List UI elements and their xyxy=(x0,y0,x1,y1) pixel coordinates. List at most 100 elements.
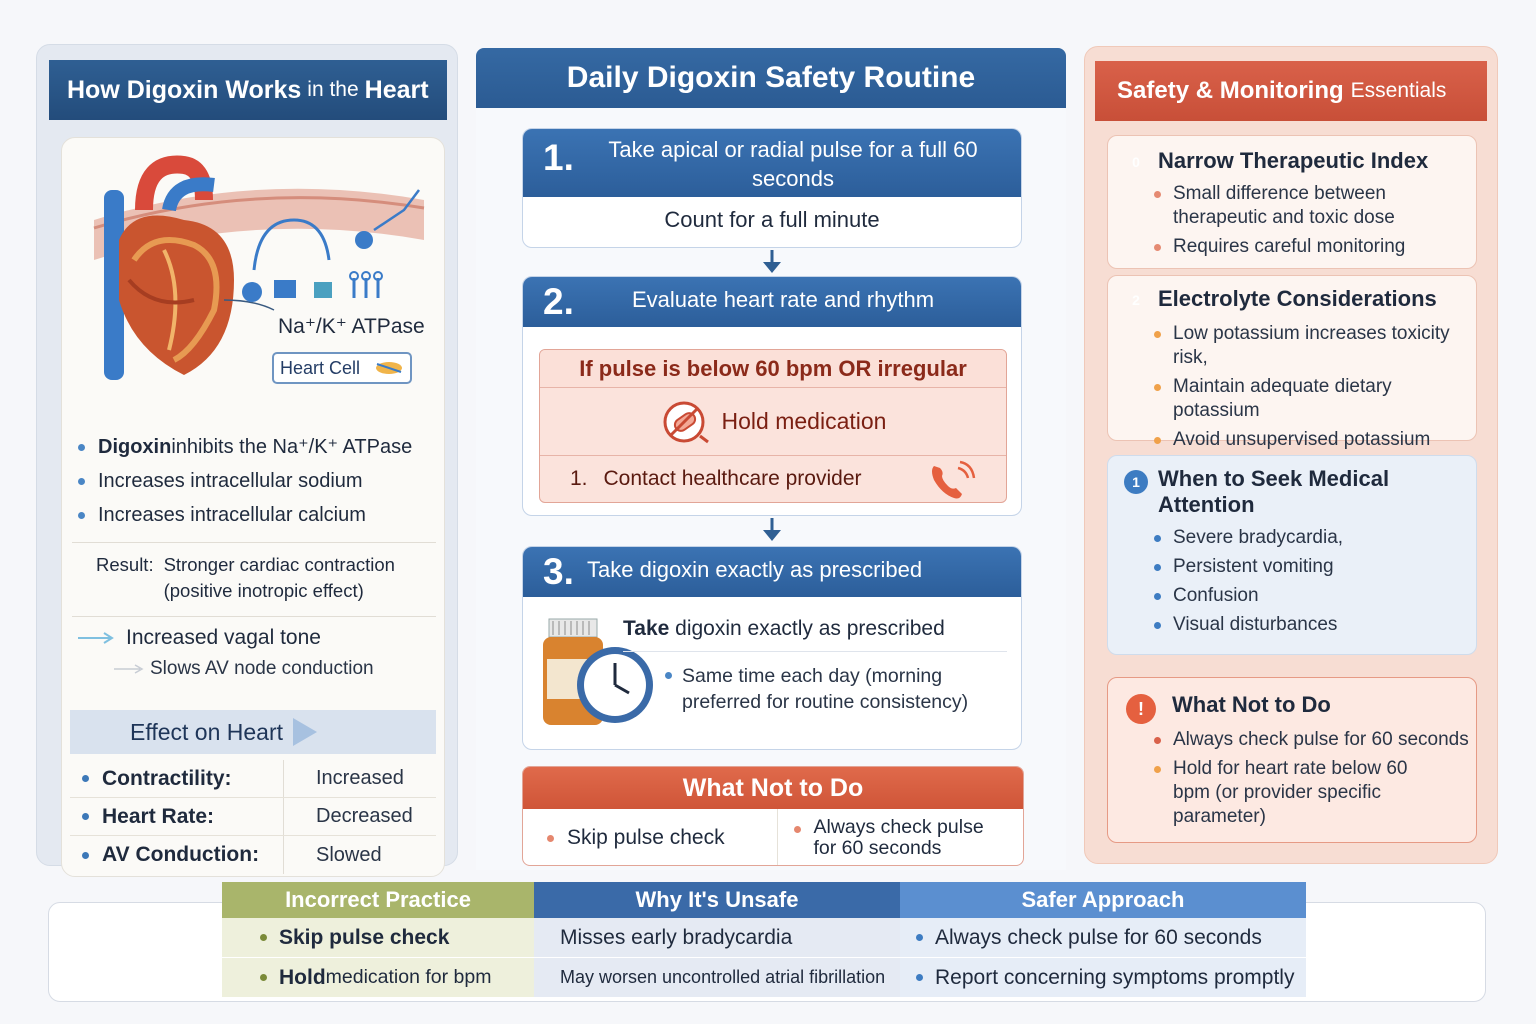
result-line-2: (positive inotropic effect) xyxy=(163,580,364,601)
card-items: Always check pulse for 60 seconds Hold f… xyxy=(1154,728,1472,834)
warning-icon: ! xyxy=(1126,694,1156,724)
badge-text: 2 xyxy=(1132,292,1140,308)
list-item: Confusion xyxy=(1154,584,1454,608)
seek-attention-card: 1 When to Seek Medical Attention Severe … xyxy=(1107,455,1477,655)
bullet-icon xyxy=(547,834,554,842)
list-item: Increases intracellular sodium xyxy=(78,464,438,498)
item-text: Requires careful monitoring xyxy=(1173,236,1406,257)
table-column-incorrect: Incorrect Practice Skip pulse check Hold… xyxy=(222,882,534,998)
bullet-icon xyxy=(1154,622,1161,629)
routine-body: 1. Take apical or radial pulse for a ful… xyxy=(476,108,1066,870)
card-title: What Not to Do xyxy=(1172,692,1331,717)
result-line-1: Stronger cardiac contraction xyxy=(163,554,395,575)
step-3-bar: 3. Take digoxin exactly as prescribed xyxy=(523,547,1021,597)
table-cell: Always check pulse for 60 seconds xyxy=(900,918,1306,958)
effect-value: Increased xyxy=(316,767,404,789)
item-text: Always check pulse for 60 seconds xyxy=(1173,729,1469,750)
step-1-card: 1. Take apical or radial pulse for a ful… xyxy=(522,128,1022,248)
list-item: Always check pulse for 60 seconds xyxy=(1154,728,1472,752)
bullet-icon xyxy=(1154,564,1161,571)
wnd-left-text: Skip pulse check xyxy=(567,826,725,849)
vagal-tone-item: Increased vagal tone xyxy=(78,626,321,650)
bullet-icon xyxy=(916,934,923,941)
contact-number: 1. xyxy=(570,467,588,490)
bullet-icon xyxy=(665,672,672,679)
item-text: Low potassium increases toxicity risk, xyxy=(1173,323,1450,368)
card-title: Narrow Therapeutic Index xyxy=(1158,148,1429,173)
result-label: Result: xyxy=(96,554,154,575)
bullet-text: Increases intracellular calcium xyxy=(98,504,366,526)
bullet-text: Increases intracellular sodium xyxy=(98,470,363,492)
table-row: Contractility: Increased xyxy=(70,760,436,798)
info-badge-icon: 1 xyxy=(1124,470,1148,494)
card-title: When to Seek Medical Attention xyxy=(1158,466,1390,517)
heart-cell-text: Heart Cell xyxy=(280,357,361,378)
phone-icon xyxy=(932,460,976,499)
safety-monitoring-panel: Safety & Monitoring Essentials 0 Narrow … xyxy=(1084,46,1498,864)
mechanism-card: Na⁺/K⁺ ATPase Heart Cell Digoxin inhibit… xyxy=(61,137,445,877)
slows-av-item: Slows AV node conduction xyxy=(114,658,374,680)
result-text: Result: Stronger cardiac contraction (pos… xyxy=(96,552,395,604)
item-text: Confusion xyxy=(1173,585,1259,606)
contact-provider-row: 1. Contact healthcare provider xyxy=(540,456,1006,502)
header-text-lite: Essentials xyxy=(1350,79,1447,102)
card-items: Small difference between therapeutic and… xyxy=(1154,182,1454,264)
list-item: Requires careful monitoring xyxy=(1154,235,1454,259)
step-2-card: 2. Evaluate heart rate and rhythm If pul… xyxy=(522,276,1022,516)
bullet-icon xyxy=(916,974,923,981)
cell-icon xyxy=(376,362,402,374)
step-3-card: 3. Take digoxin exactly as prescribed Ta… xyxy=(522,546,1022,750)
cell-text: Always check pulse for 60 seconds xyxy=(935,925,1262,949)
table-row: Heart Rate:Decreased xyxy=(70,798,436,836)
mechanism-bullets: Digoxin inhibits the Na⁺/K⁺ ATPase Incre… xyxy=(78,430,438,532)
table-cell: Report concerning symptoms promptly xyxy=(900,958,1306,998)
left-panel-header: How Digoxin Works in the Heart xyxy=(49,60,447,120)
what-not-to-do-box: What Not to Do Skip pulse check Always c… xyxy=(522,766,1024,866)
daily-routine-panel: Daily Digoxin Safety Routine 1. Take api… xyxy=(476,48,1066,870)
bullet-icon xyxy=(260,974,267,981)
step-number: 1. xyxy=(543,137,574,178)
table-column-why-unsafe: Why It's Unsafe Misses early bradycardia… xyxy=(534,882,900,998)
bullet-icon xyxy=(793,825,801,833)
pill-bottle-clock-icon xyxy=(543,618,653,725)
effect-title: Effect on Heart xyxy=(130,718,283,745)
step-number: 2. xyxy=(543,281,574,322)
step-title: Evaluate heart rate and rhythm xyxy=(631,287,935,312)
table-row: AV Conduction:Slowed xyxy=(70,836,436,874)
bullet-bold: Digoxin xyxy=(98,436,172,458)
cell-text: medication for bpm xyxy=(325,966,492,988)
card-title: Electrolyte Considerations xyxy=(1158,286,1437,311)
column-header: Why It's Unsafe xyxy=(534,882,900,918)
table-cell: May worsen uncontrolled atrial fibrillat… xyxy=(534,958,900,998)
effect-key: Contractility: xyxy=(70,760,284,797)
bullet-icon xyxy=(260,934,267,941)
chevron-right-icon xyxy=(293,718,317,746)
contact-provider-text: Contact healthcare provider xyxy=(603,467,862,490)
heart-illustration xyxy=(93,155,425,380)
item-text: Persistent vomiting xyxy=(1173,556,1334,577)
list-item: Visual disturbances xyxy=(1154,613,1454,637)
bullet-icon xyxy=(78,477,85,485)
timing-bullet: Same time each day (morning preferred fo… xyxy=(665,663,1002,715)
bullet-icon xyxy=(1154,737,1161,744)
header-text-lite: in the xyxy=(307,78,359,101)
list-item: Hold for heart rate below 60 bpm (or pro… xyxy=(1154,757,1472,829)
arrow-down-icon xyxy=(763,250,781,273)
item-text: Maintain adequate dietary potassium xyxy=(1173,376,1392,421)
bullet-icon xyxy=(1154,766,1161,773)
effect-table: Contractility: Increased Heart Rate:Decre… xyxy=(70,760,436,874)
item-text: Severe bradycardia, xyxy=(1173,527,1344,548)
no-pill-icon xyxy=(663,401,709,443)
what-not-to-do-title: What Not to Do xyxy=(523,767,1023,809)
arrow-right-icon xyxy=(114,664,144,674)
hold-condition-text: If pulse is below 60 bpm OR irregular xyxy=(540,350,1006,388)
wnd-cell: Skip pulse check xyxy=(523,809,778,865)
step-number: 3. xyxy=(543,551,574,592)
list-item: Digoxin inhibits the Na⁺/K⁺ ATPase xyxy=(78,430,438,464)
list-item: Small difference between therapeutic and… xyxy=(1154,182,1454,230)
bullet-icon xyxy=(1154,244,1161,251)
what-not-to-do-card: ! What Not to Do Always check pulse for … xyxy=(1107,677,1477,843)
badge-text: 1 xyxy=(1132,474,1140,490)
list-item: Severe bradycardia, xyxy=(1154,526,1454,550)
bullet-text: inhibits the Na⁺/K⁺ ATPase xyxy=(171,436,413,458)
